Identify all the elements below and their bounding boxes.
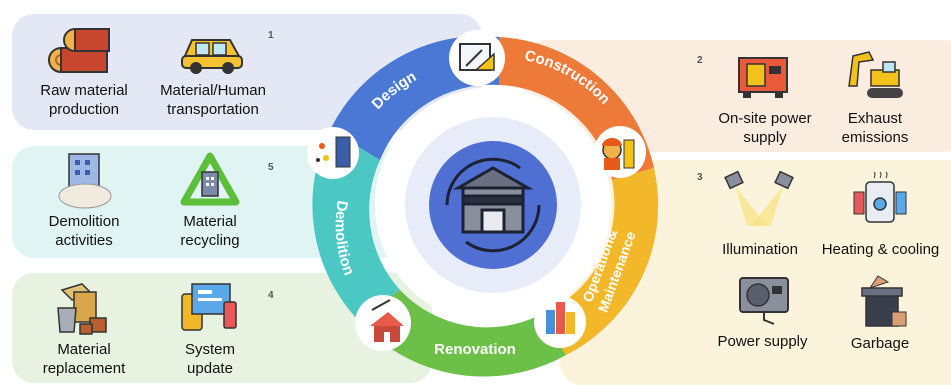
- label-garbage: Garbage: [850, 335, 910, 352]
- devices-icon: [181, 283, 237, 331]
- sand-bucket-icon: [57, 283, 107, 335]
- panel-3-number: 3: [697, 172, 703, 183]
- panel-5-number: 5: [268, 162, 274, 173]
- house-tools-icon: [355, 295, 411, 351]
- ring-label-renovation: Renovation: [434, 341, 516, 358]
- label-illumination: Illumination: [722, 241, 798, 258]
- panel-1-number: 1: [268, 30, 274, 41]
- logs-icon: [48, 28, 110, 73]
- car-icon: [181, 39, 243, 74]
- wrecking-icon: [307, 127, 359, 179]
- generator-icon: [738, 57, 788, 98]
- building-demolition-icon: [58, 153, 112, 209]
- blueprint-icon: [449, 30, 505, 86]
- label-heating-cooling: Heating & cooling: [821, 241, 940, 258]
- power-supply-icon: [739, 277, 789, 325]
- recycle-building-icon: [180, 152, 240, 206]
- ring-segment-renovation: [358, 290, 566, 377]
- center-building-icon: [445, 157, 541, 253]
- label-power-supply: Power supply: [717, 333, 808, 350]
- panel-4-number: 4: [268, 290, 274, 301]
- spotlight-icon: [724, 170, 794, 226]
- thermostat-icon: [853, 171, 907, 223]
- garbage-icon: [861, 275, 907, 327]
- worker-icon: [594, 126, 646, 178]
- city-icon: [534, 296, 586, 348]
- excavator-icon: [848, 51, 903, 98]
- panel-2-number: 2: [697, 55, 703, 66]
